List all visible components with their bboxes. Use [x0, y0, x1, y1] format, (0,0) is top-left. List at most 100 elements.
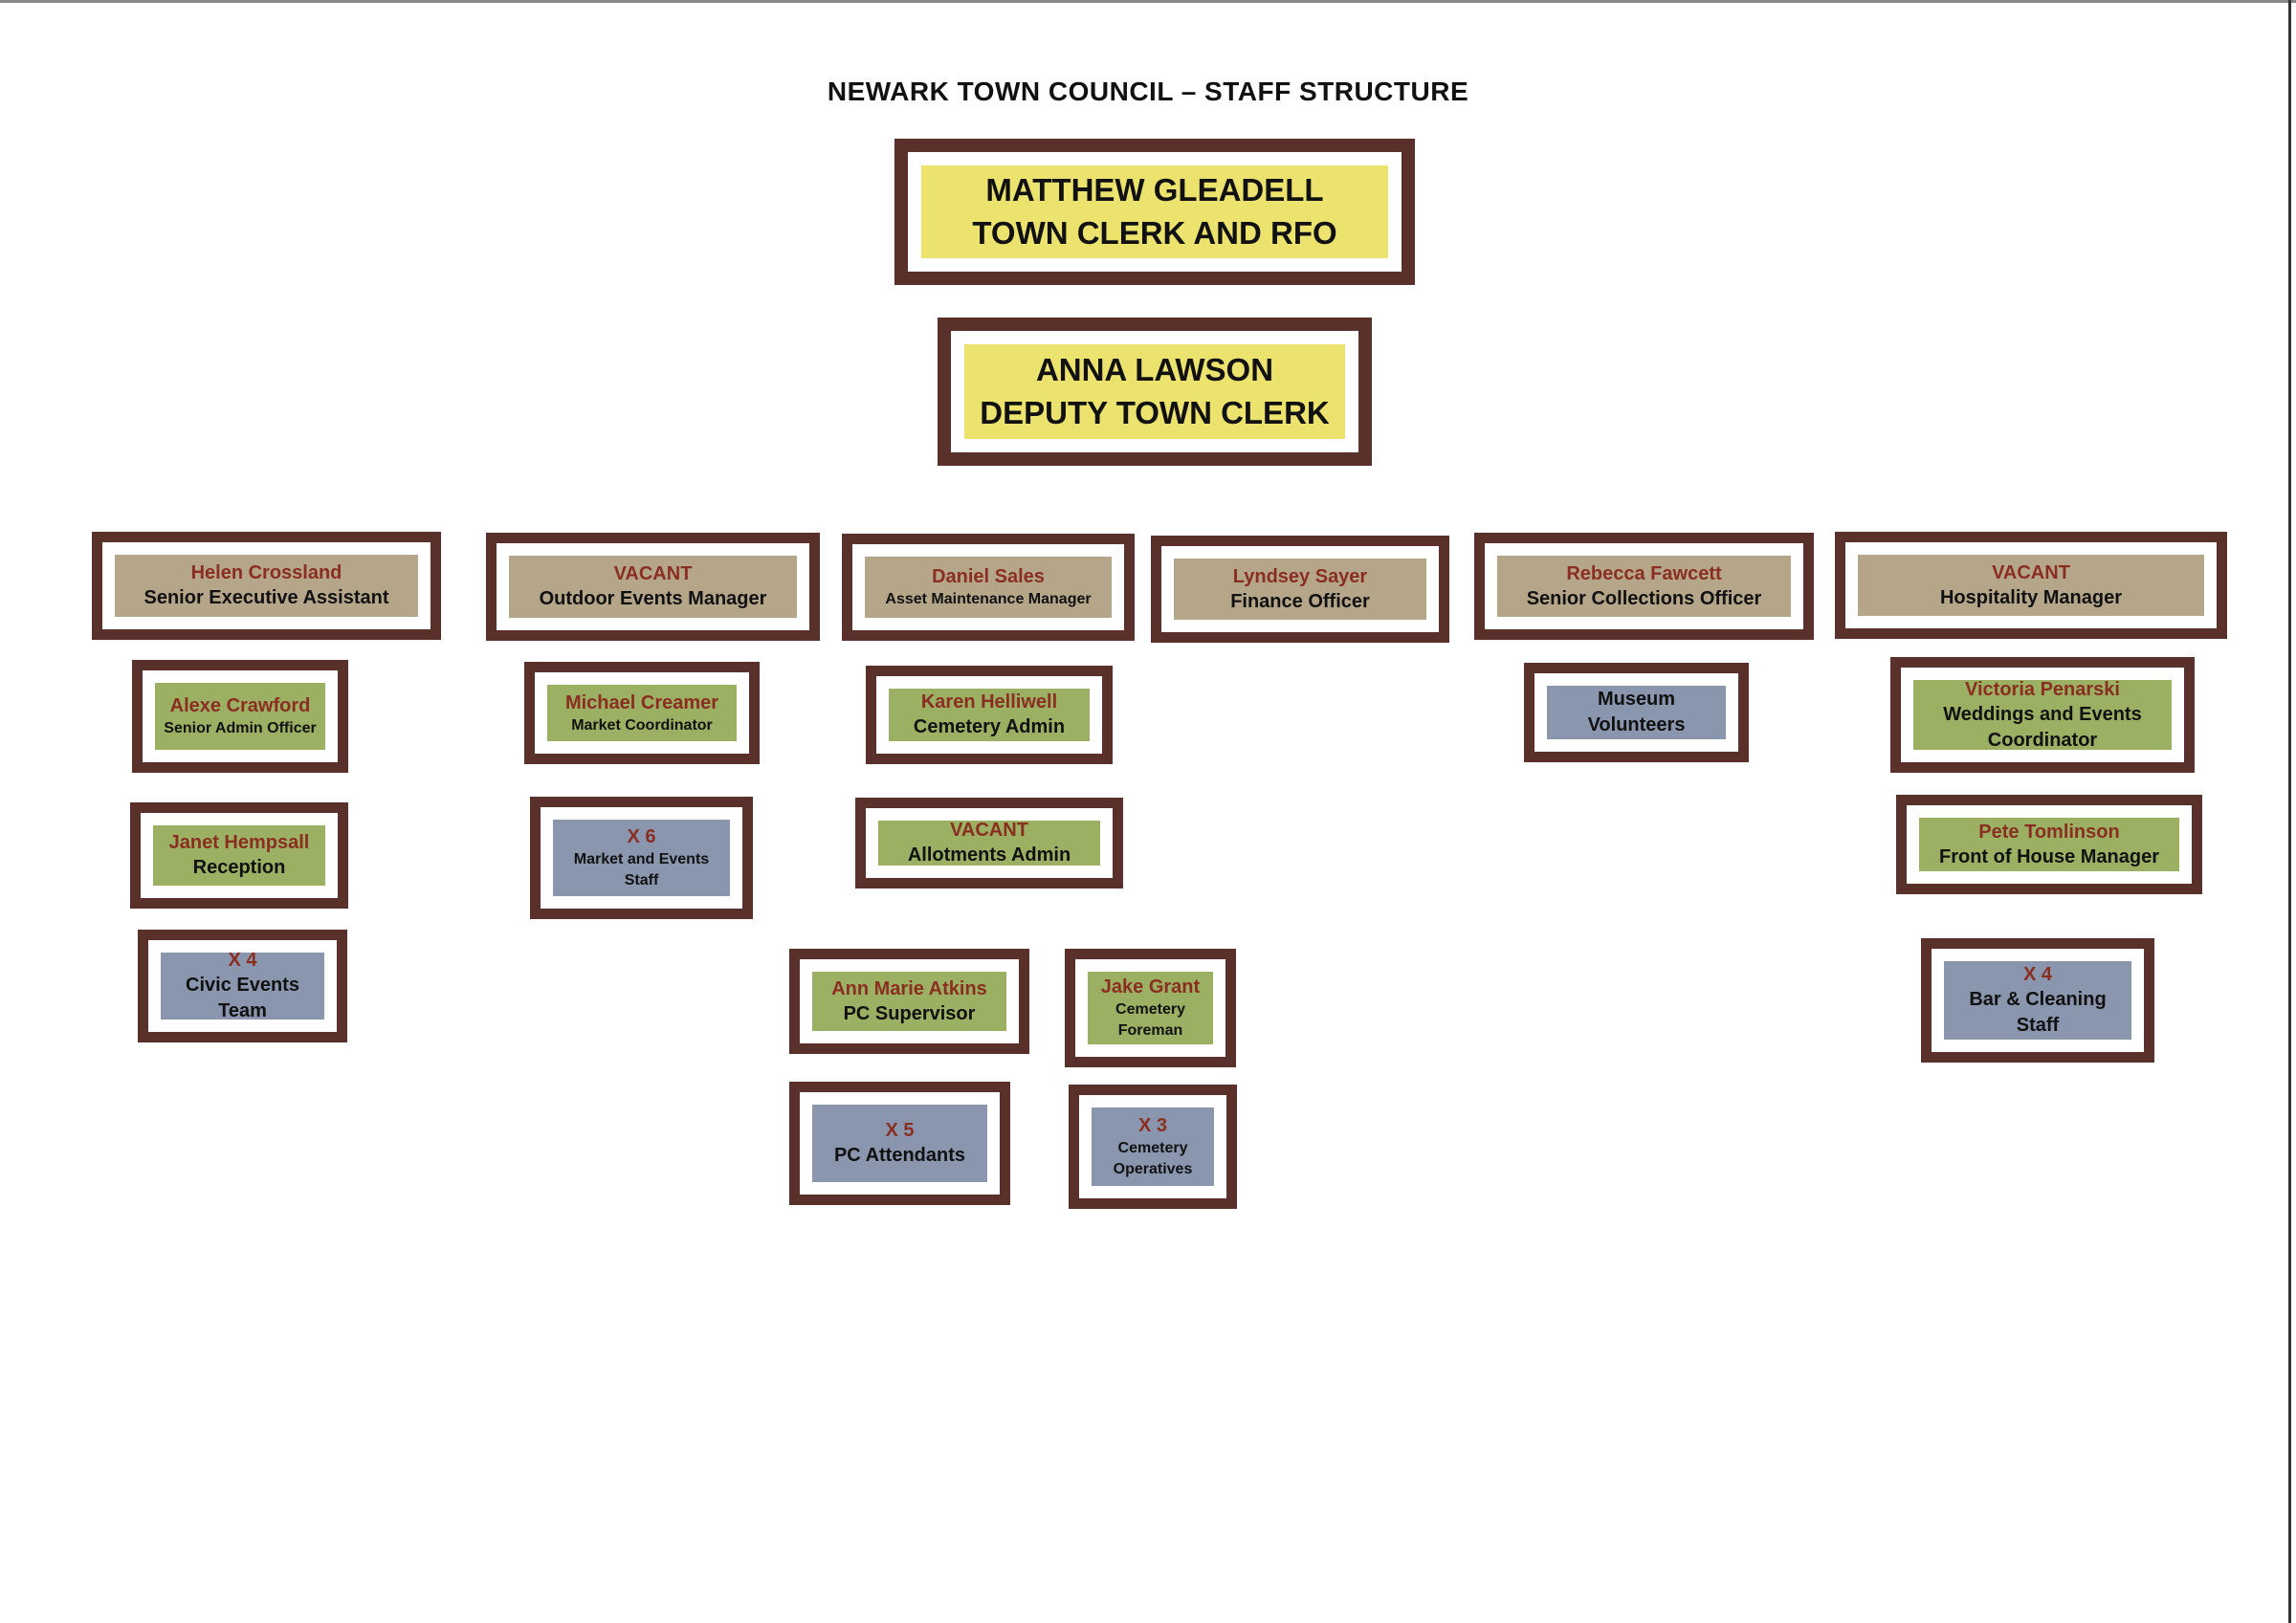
box-frame: X 4 Civic Events Team [148, 940, 337, 1032]
org-box-cemetery-operatives: X 3 Cemetery Operatives [1069, 1085, 1237, 1209]
box-role: Market and Events Staff [573, 851, 710, 888]
org-box-senior-executive-assistant: Helen Crossland Senior Executive Assista… [92, 532, 441, 640]
org-box-pc-attendants: X 5 PC Attendants [789, 1082, 1010, 1205]
box-name: X 6 [627, 826, 656, 848]
box-frame: VACANT Hospitality Manager [1845, 542, 2217, 628]
box-role: Senior Executive Assistant [144, 587, 389, 608]
org-box-hospitality-manager: VACANT Hospitality Manager [1835, 532, 2227, 639]
box-frame: Daniel Sales Asset Maintenance Manager [852, 544, 1124, 630]
org-box-senior-admin-officer: Alexe Crawford Senior Admin Officer [132, 660, 348, 773]
page-top-edge [0, 0, 2296, 3]
box-fill: Rebecca Fawcett Senior Collections Offic… [1497, 556, 1791, 617]
box-role: PC Supervisor [843, 1002, 976, 1024]
box-frame: Jake Grant Cemetery Foreman [1075, 959, 1225, 1057]
box-frame: X 4 Bar & Cleaning Staff [1932, 949, 2144, 1052]
box-fill: Victoria Penarski Weddings and Events Co… [1913, 678, 2172, 751]
box-frame: X 6 Market and Events Staff [541, 807, 742, 909]
org-box-senior-collections-officer: Rebecca Fawcett Senior Collections Offic… [1474, 533, 1814, 640]
box-role: Hospitality Manager [1939, 586, 2123, 608]
org-box-civic-events-team: X 4 Civic Events Team [138, 930, 347, 1042]
box-frame: Alexe Crawford Senior Admin Officer [143, 670, 338, 762]
box-name: VACANT [1992, 561, 2070, 583]
chart-title: NEWARK TOWN COUNCIL – STAFF STRUCTURE [827, 77, 1469, 106]
box-name: Helen Crossland [190, 562, 342, 583]
box-fill: X 3 Cemetery Operatives [1092, 1108, 1214, 1186]
box-role: TOWN CLERK AND RFO [972, 214, 1337, 251]
box-frame: MATTHEW GLEADELL TOWN CLERK AND RFO [908, 152, 1402, 272]
box-frame: X 3 Cemetery Operatives [1079, 1095, 1226, 1198]
box-fill: X 5 PC Attendants [812, 1105, 987, 1182]
box-fill: Lyndsey Sayer Finance Officer [1174, 559, 1426, 620]
box-name: Jake Grant [1100, 976, 1201, 998]
box-fill: Pete Tomlinson Front of House Manager [1919, 818, 2179, 871]
org-box-town-clerk: MATTHEW GLEADELL TOWN CLERK AND RFO [894, 139, 1415, 285]
box-role: Finance Officer [1230, 590, 1370, 612]
box-role: Museum Volunteers [1587, 689, 1686, 735]
box-fill: Janet Hempsall Reception [153, 825, 325, 886]
org-box-museum-volunteers: Museum Volunteers [1524, 663, 1749, 762]
box-role: Bar & Cleaning Staff [1969, 989, 2107, 1036]
box-fill: VACANT Allotments Admin [878, 820, 1100, 866]
org-box-allotments-admin: VACANT Allotments Admin [855, 798, 1123, 888]
org-box-finance-officer: Lyndsey Sayer Finance Officer [1151, 536, 1449, 643]
box-role: Allotments Admin [907, 844, 1071, 866]
box-frame: Janet Hempsall Reception [141, 813, 338, 898]
box-frame: Pete Tomlinson Front of House Manager [1907, 805, 2192, 884]
box-frame: Rebecca Fawcett Senior Collections Offic… [1485, 543, 1803, 629]
box-frame: X 5 PC Attendants [800, 1092, 1000, 1195]
box-name: Karen Helliwell [920, 691, 1058, 713]
box-fill: X 4 Bar & Cleaning Staff [1944, 961, 2131, 1040]
box-role: DEPUTY TOWN CLERK [980, 394, 1330, 430]
box-fill: MATTHEW GLEADELL TOWN CLERK AND RFO [921, 165, 1388, 258]
box-name: Daniel Sales [932, 566, 1045, 588]
box-role: Market Coordinator [571, 716, 713, 734]
box-fill: VACANT Hospitality Manager [1858, 555, 2204, 616]
box-fill: X 4 Civic Events Team [161, 950, 324, 1021]
box-frame: VACANT Allotments Admin [866, 808, 1113, 878]
box-role: Senior Admin Officer [164, 720, 317, 737]
org-box-market-events-staff: X 6 Market and Events Staff [530, 797, 753, 919]
box-name: VACANT [613, 563, 693, 584]
box-name: X 4 [2022, 964, 2053, 985]
box-fill: Michael Creamer Market Coordinator [547, 685, 737, 741]
box-frame: Victoria Penarski Weddings and Events Co… [1901, 668, 2184, 762]
box-name: Victoria Penarski [1965, 678, 2120, 700]
org-box-cemetery-admin: Karen Helliwell Cemetery Admin [866, 666, 1113, 764]
box-fill: Karen Helliwell Cemetery Admin [889, 689, 1090, 741]
box-name: Ann Marie Atkins [831, 977, 987, 999]
box-name: ANNA LAWSON [1035, 351, 1274, 387]
box-fill: Helen Crossland Senior Executive Assista… [115, 555, 418, 617]
box-name: Janet Hempsall [168, 832, 310, 853]
org-box-market-coordinator: Michael Creamer Market Coordinator [524, 662, 760, 764]
box-name: Rebecca Fawcett [1566, 562, 1722, 584]
box-frame: Michael Creamer Market Coordinator [535, 672, 749, 754]
box-fill: Museum Volunteers [1547, 686, 1726, 739]
org-box-weddings-events-coordinator: Victoria Penarski Weddings and Events Co… [1890, 657, 2195, 773]
org-box-pc-supervisor: Ann Marie Atkins PC Supervisor [789, 949, 1029, 1054]
page-right-edge [2288, 0, 2291, 1623]
box-name: Pete Tomlinson [1978, 821, 2120, 843]
box-frame: ANNA LAWSON DEPUTY TOWN CLERK [951, 331, 1358, 452]
box-frame: Karen Helliwell Cemetery Admin [876, 676, 1102, 754]
box-fill: Ann Marie Atkins PC Supervisor [812, 972, 1006, 1031]
org-box-deputy-town-clerk: ANNA LAWSON DEPUTY TOWN CLERK [938, 318, 1372, 466]
org-box-reception: Janet Hempsall Reception [130, 802, 348, 909]
box-name: X 3 [1137, 1115, 1168, 1137]
box-name: MATTHEW GLEADELL [985, 171, 1324, 208]
box-frame: Museum Volunteers [1534, 673, 1738, 752]
box-role: Reception [192, 857, 286, 878]
box-name: VACANT [950, 820, 1028, 841]
box-frame: Lyndsey Sayer Finance Officer [1161, 546, 1439, 632]
box-role: Civic Events Team [186, 975, 299, 1021]
box-name: Michael Creamer [564, 691, 719, 713]
box-role: Outdoor Events Manager [539, 588, 767, 609]
box-fill: Alexe Crawford Senior Admin Officer [155, 683, 325, 750]
box-name: Lyndsey Sayer [1232, 565, 1368, 587]
box-name: Alexe Crawford [169, 695, 311, 717]
box-role: Weddings and Events Coordinator [1943, 703, 2142, 751]
box-role: Cemetery Operatives [1113, 1140, 1193, 1177]
org-box-cemetery-foreman: Jake Grant Cemetery Foreman [1065, 949, 1236, 1067]
box-fill: X 6 Market and Events Staff [553, 820, 730, 896]
box-role: Front of House Manager [1938, 845, 2159, 867]
box-name: X 5 [885, 1120, 915, 1141]
